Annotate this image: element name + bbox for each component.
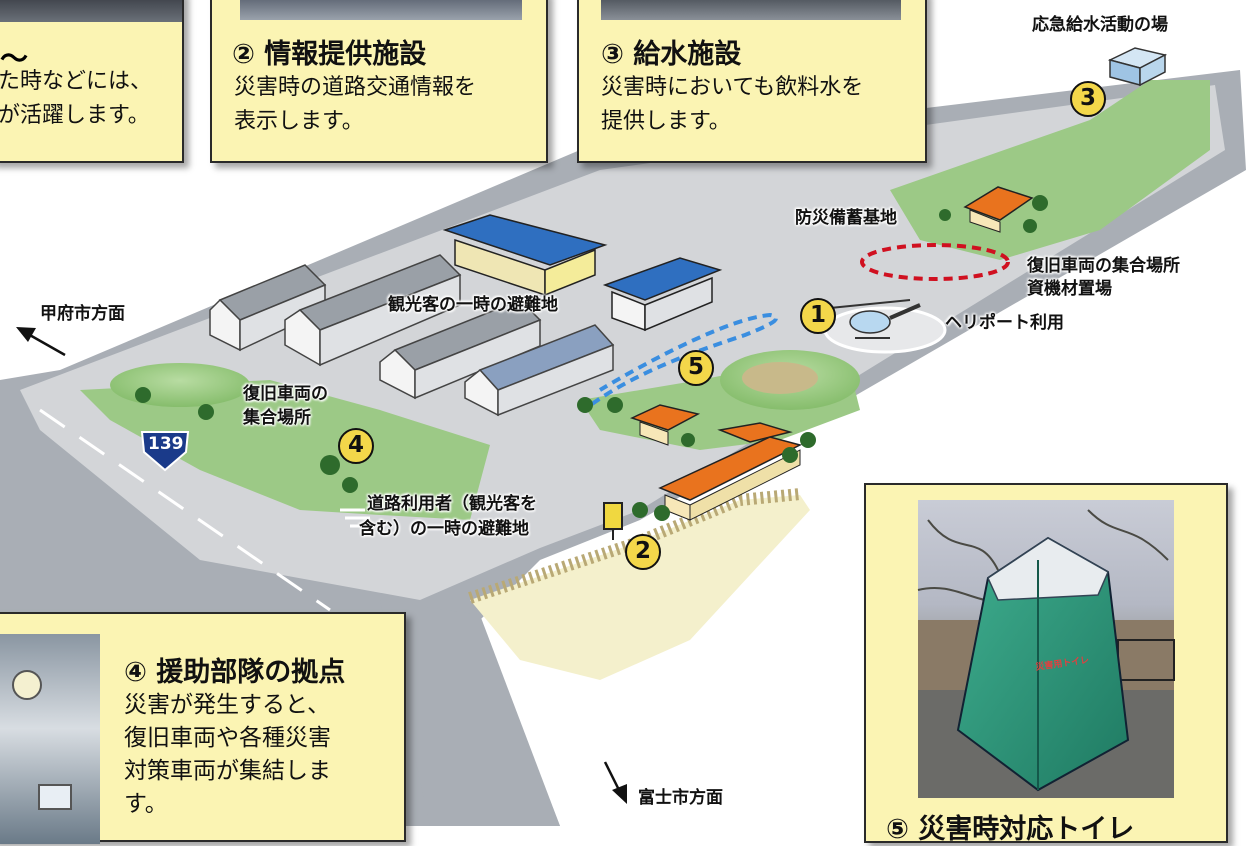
box-support-line4: す。: [124, 791, 168, 817]
label-kofu: 甲府市方面: [40, 304, 125, 324]
toilet-tent-photo: 災害用トイレ: [917, 509, 1175, 798]
light-tower-icon: [38, 784, 72, 810]
south-parking: [470, 495, 810, 680]
box-info-line1: 災害時の道路交通情報を: [234, 75, 477, 100]
label-road-user-line2: 含む）の一時の避難地: [359, 519, 529, 539]
label-gather-line1: 復旧車両の集合場所: [1027, 256, 1180, 276]
box-support-title: ④ 援助部隊の拠点: [124, 657, 346, 688]
label-gather-line2: 資機材置場: [1027, 279, 1112, 299]
box-toilet-title: ⑤ 災害時対応トイレ: [886, 814, 1135, 845]
label-assembly-line2: 集合場所: [243, 408, 311, 428]
road-edge-line: [9, 358, 61, 372]
gathering-area-red-dashed: [860, 243, 1010, 281]
label-fuji: 富士市方面: [638, 788, 723, 808]
shelter-area-blue-dashed: [590, 312, 778, 406]
blue-roof-building-large: [442, 214, 608, 297]
route-number: 139: [148, 434, 184, 454]
box-left-photo: [0, 0, 182, 22]
box-support-photo: [0, 634, 100, 844]
grass-left: [80, 380, 490, 520]
orange-roof-long: [658, 436, 803, 521]
box-info-line2: 表示します。: [234, 109, 364, 134]
route-139-sign: [140, 431, 190, 472]
box-support-base: ④ 援助部隊の拠点 災害が発生すると、 復旧車両や各種災害 対策車両が集結しま …: [0, 612, 406, 844]
label-assembly-line1: 復旧車両の: [243, 384, 328, 404]
box-water-line1: 災害時においても飲料水を: [601, 75, 864, 100]
info-sign-board: [603, 502, 623, 540]
box-water-photo: [601, 0, 901, 20]
road-south: [380, 600, 560, 826]
box-water-supply: ③ 給水施設 災害時においても飲料水を 提供します。: [577, 0, 927, 163]
warehouse-4: [464, 324, 615, 417]
box-support-line3: 対策車両が集結しま: [124, 758, 331, 784]
box-water-line2: 提供します。: [601, 109, 731, 134]
box-toilet-photo: 災害用トイレ: [917, 500, 1175, 798]
arrow-kofu: [16, 327, 66, 357]
box-left-title-fragment: 〜: [0, 42, 29, 75]
hill-left: [110, 363, 250, 407]
arrow-fuji: [603, 761, 627, 804]
box-left-line1: た時などには、: [0, 69, 153, 94]
trees: [135, 195, 1048, 521]
label-water-activity: 応急給水活動の場: [1032, 15, 1168, 35]
crosswalk: [340, 508, 375, 528]
south-parking-stripes: [468, 488, 801, 604]
light-tower-icon: [12, 670, 42, 700]
box-info-photo: [240, 0, 522, 20]
helicopter: [829, 299, 921, 339]
box-left-partial: 〜 た時などには、 が活躍します。: [0, 0, 184, 163]
box-info-provision: ② 情報提供施設 災害時の道路交通情報を 表示します。: [210, 0, 548, 163]
label-road-user-line1: 道路利用者（観光客を: [367, 494, 537, 514]
road-edge-line: [39, 408, 331, 612]
box-info-title: ② 情報提供施設: [232, 39, 427, 70]
warehouse-3: [379, 299, 542, 400]
water-tank: [1107, 47, 1168, 87]
dirt-patch: [742, 362, 818, 394]
marker-1: 1: [800, 298, 836, 334]
orange-roof-stockpile: [963, 186, 1034, 233]
label-stockpile: 防災備蓄基地: [795, 208, 897, 228]
orange-roof-small: [629, 404, 793, 446]
label-heliport: ヘリポート利用: [945, 313, 1064, 333]
box-support-line1: 災害が発生すると、: [124, 692, 331, 718]
label-tourist-shelter: 観光客の一時の避難地: [388, 295, 558, 315]
box-water-title: ③ 給水施設: [601, 39, 742, 70]
marker-3: 3: [1070, 81, 1106, 117]
box-disaster-toilet: 災害用トイレ ⑤ 災害時対応トイレ: [864, 483, 1228, 845]
marker-5: 5: [678, 350, 714, 386]
marker-4: 4: [338, 428, 374, 464]
warehouse-1: [209, 264, 327, 352]
box-left-line2: が活躍します。: [0, 103, 150, 128]
warehouse-2: [284, 254, 462, 367]
blue-roof-building-small: [602, 257, 723, 332]
marker-2: 2: [625, 534, 661, 570]
box-support-line2: 復旧車両や各種災害: [124, 725, 331, 751]
